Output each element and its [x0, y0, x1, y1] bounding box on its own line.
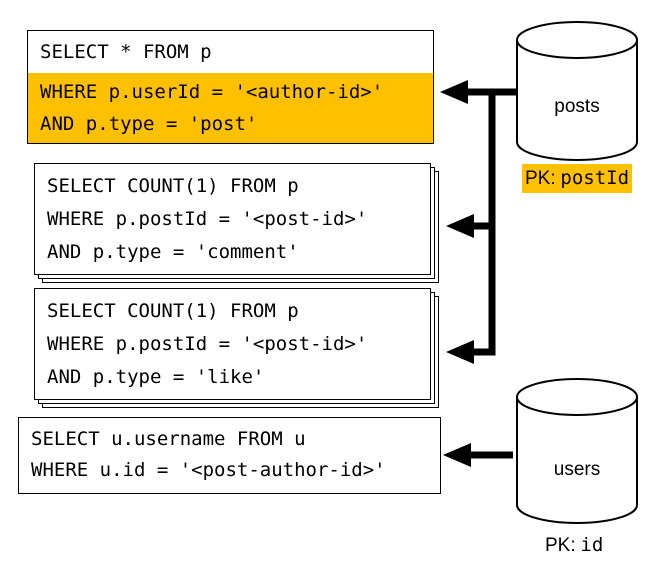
query-line: SELECT COUNT(1) FROM p	[47, 175, 299, 197]
query-line: SELECT u.username FROM u	[31, 428, 306, 450]
query-line: AND p.type = 'like'	[47, 366, 265, 388]
arrowhead-icon	[443, 443, 471, 467]
query-box-posts-by-author: SELECT * FROM p WHERE p.userId = '<autho…	[27, 30, 434, 144]
pk-value: postId	[560, 167, 630, 189]
posts-fanout-connector	[462, 88, 517, 356]
query-line-highlighted: AND p.type = 'post'	[40, 113, 258, 135]
users-partition-key: PK: id	[545, 531, 603, 560]
posts-container-icon	[516, 21, 638, 161]
query-line: WHERE u.id = '<post-author-id>'	[31, 459, 386, 481]
pk-value: id	[580, 534, 604, 556]
query-box-like-count: SELECT COUNT(1) FROM p WHERE p.postId = …	[34, 288, 431, 400]
pk-prefix: PK:	[525, 168, 556, 189]
posts-container-label: posts	[554, 96, 600, 117]
query-line: SELECT * FROM p	[40, 41, 212, 63]
query-line: WHERE p.postId = '<post-id>'	[47, 208, 368, 230]
highlight-band	[28, 73, 433, 143]
query-box-username: SELECT u.username FROM u WHERE u.id = '<…	[18, 417, 441, 494]
users-container-icon	[516, 378, 638, 524]
users-container-label: users	[553, 459, 601, 480]
posts-partition-key: PK: postId	[522, 164, 633, 193]
pk-prefix: PK:	[545, 535, 576, 556]
arrowhead-icon	[440, 80, 474, 364]
query-line: SELECT COUNT(1) FROM p	[47, 300, 299, 322]
users-connector	[443, 443, 513, 467]
query-line-highlighted: WHERE p.userId = '<author-id>'	[40, 81, 384, 103]
query-line: WHERE p.postId = '<post-id>'	[47, 333, 368, 355]
query-box-comment-count: SELECT COUNT(1) FROM p WHERE p.postId = …	[34, 163, 431, 275]
query-line: AND p.type = 'comment'	[47, 241, 299, 263]
